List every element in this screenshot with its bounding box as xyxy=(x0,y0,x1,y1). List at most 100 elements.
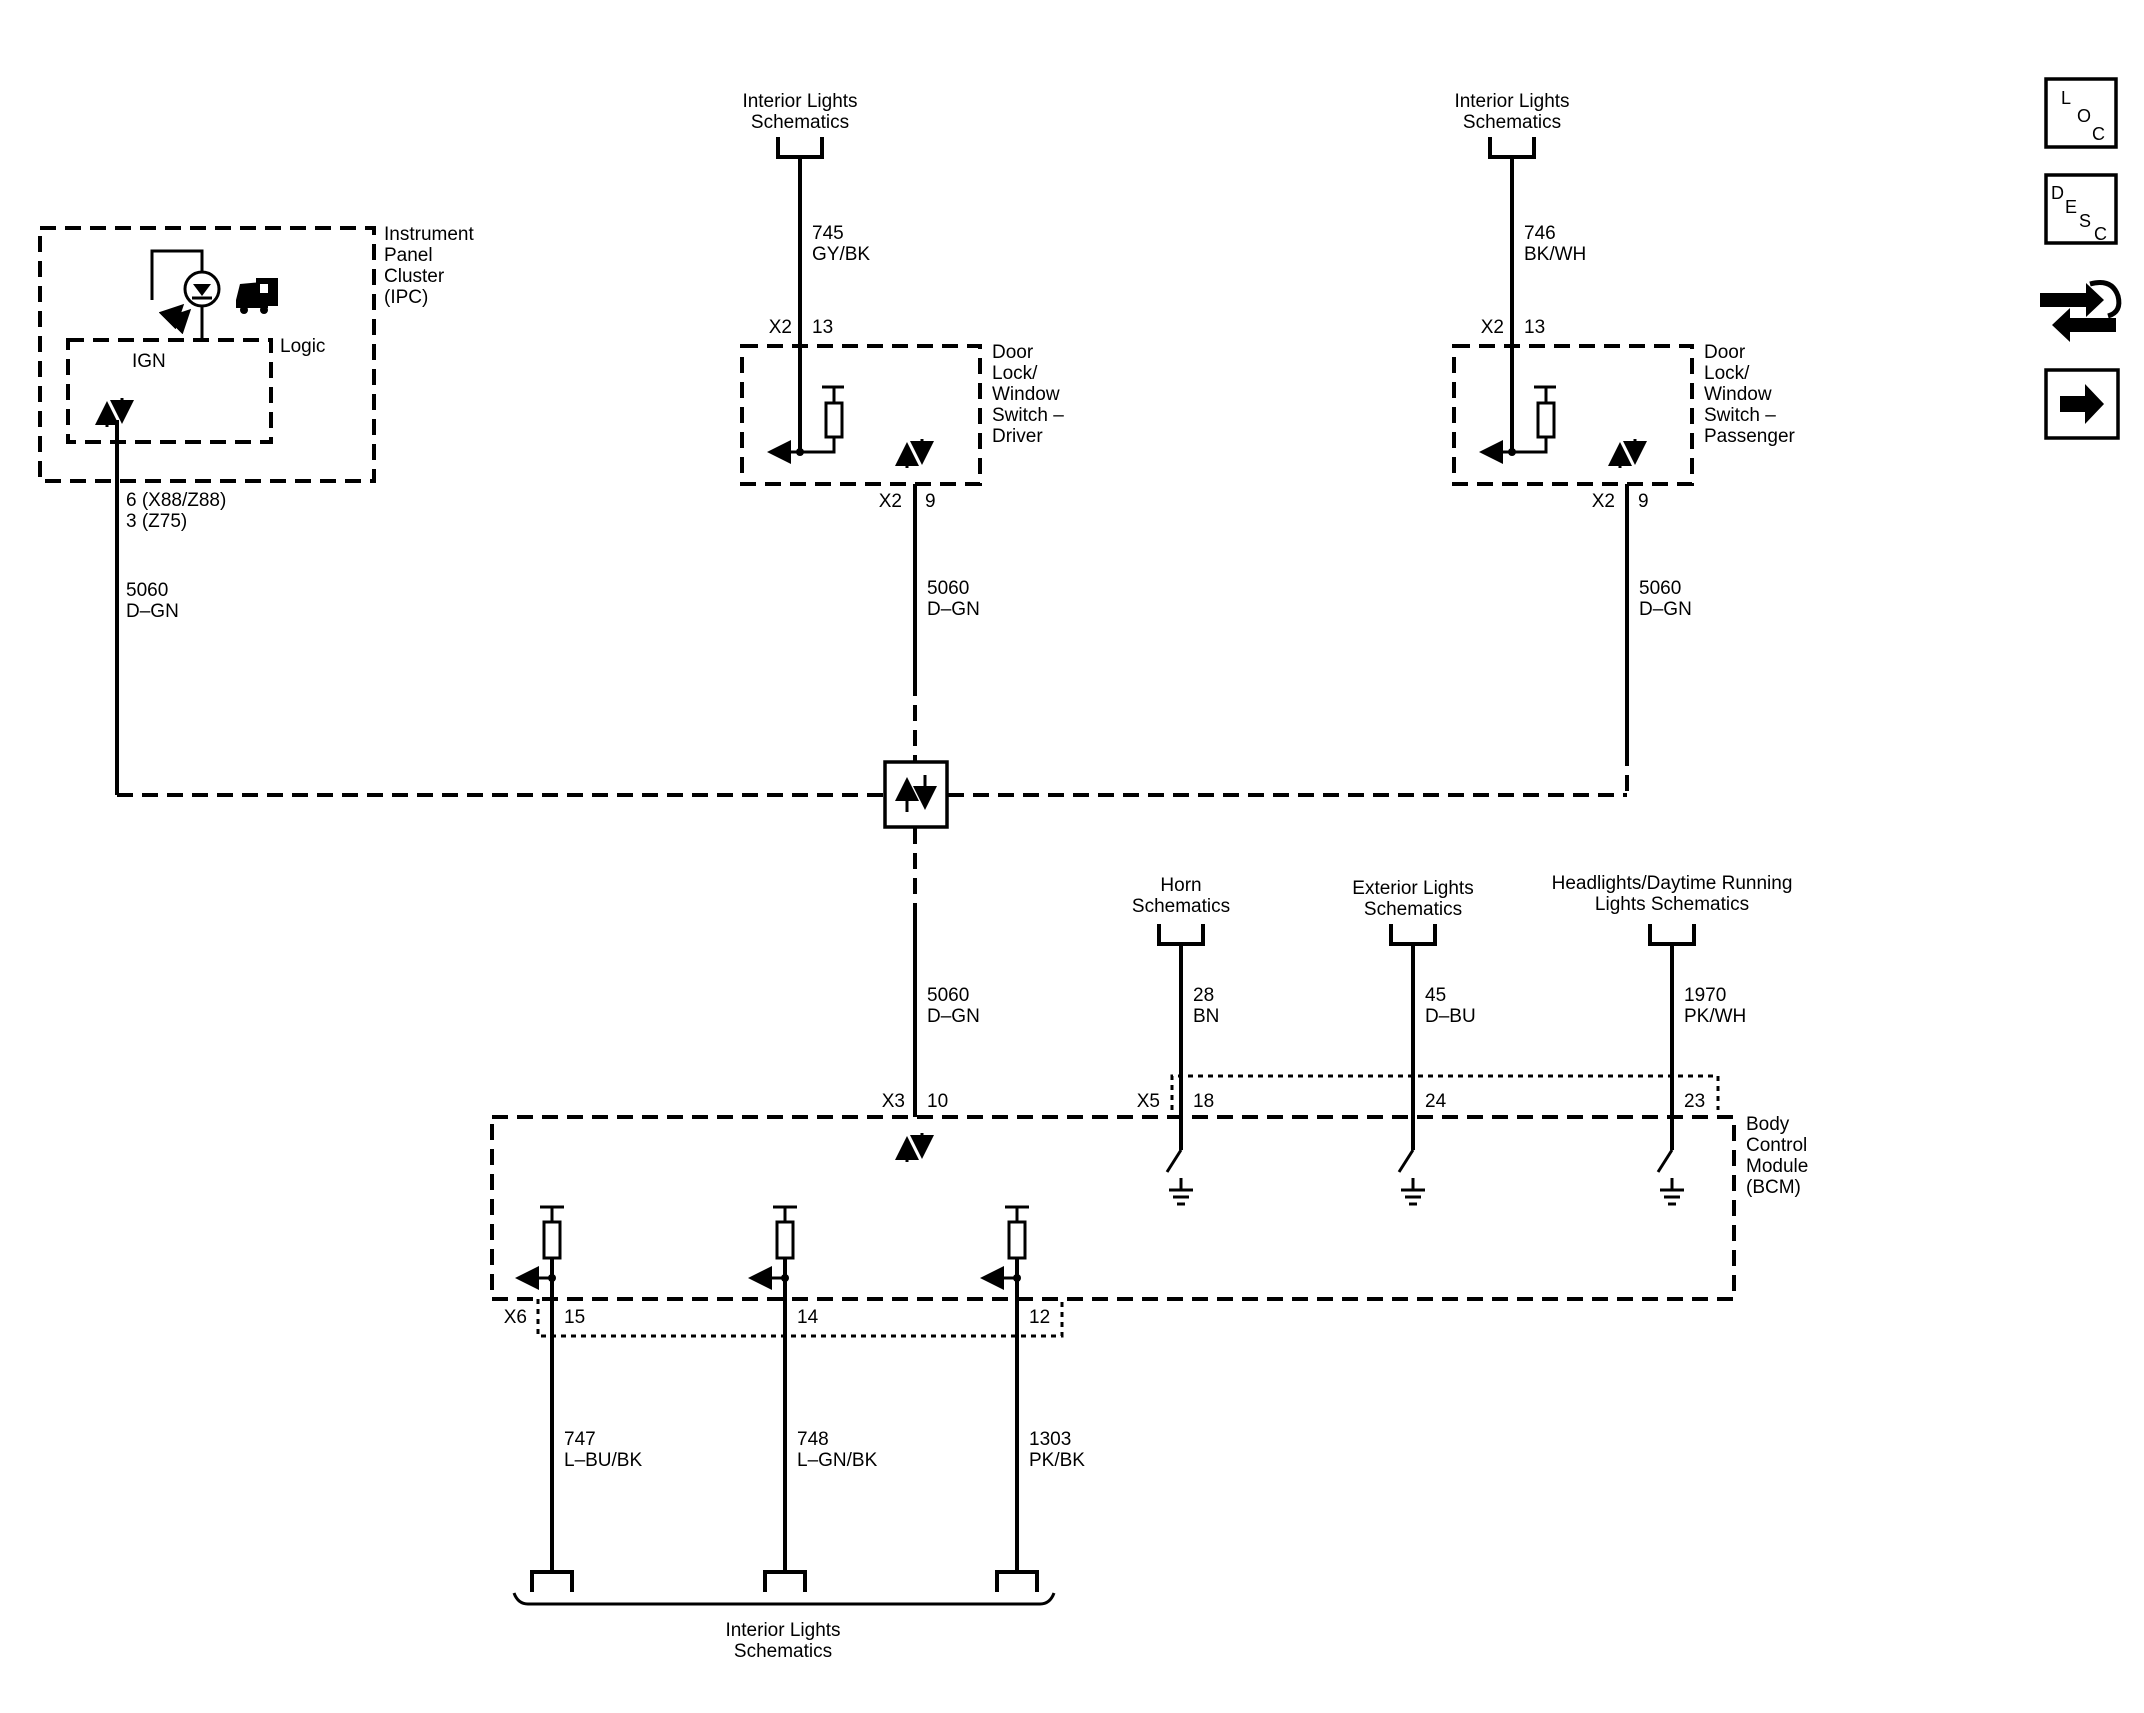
bcm-lin-circuit: 5060 xyxy=(927,985,969,1006)
serial-data-arrows-icon xyxy=(1608,439,1647,468)
driver-ref-line2: Schematics xyxy=(751,112,849,133)
loc-letter-l: L xyxy=(2061,88,2071,108)
ipc-wire-color: D–GN xyxy=(126,601,179,622)
driver-bottom-connector: X2 xyxy=(879,491,902,512)
ipc-title-line2: Panel xyxy=(384,245,433,266)
serial-data-splice-icon xyxy=(883,760,949,829)
pullup-resistor-icon xyxy=(1512,385,1556,454)
interior-lights-bracket xyxy=(512,1592,1056,1606)
passenger-top-connector: X2 xyxy=(1481,317,1504,338)
passenger-ref-line1: Interior Lights xyxy=(1454,91,1569,112)
horn-color: BN xyxy=(1193,1006,1219,1027)
horn-ref-line1: Horn xyxy=(1160,875,1201,896)
ext-pin: 24 xyxy=(1425,1091,1447,1112)
driver-title-line1: Door xyxy=(992,342,1034,363)
driver-title-line2: Lock/ xyxy=(992,363,1038,384)
output-1303: 12 1303 PK/BK xyxy=(980,1205,1085,1592)
loc-letter-c: C xyxy=(2092,124,2105,144)
driver-top-connector: X2 xyxy=(769,317,792,338)
loc-letter-o: O xyxy=(2077,106,2091,126)
bcm-lin-connector: X3 xyxy=(882,1091,905,1112)
passenger-in-circuit: 746 xyxy=(1524,223,1556,244)
pullup-resistor-icon xyxy=(773,1205,797,1260)
driver-in-circuit: 745 xyxy=(812,223,844,244)
driver-out-color: D–GN xyxy=(927,599,980,620)
ipc-title-line1: Instrument xyxy=(384,224,474,245)
bcm-title-line3: Module xyxy=(1746,1156,1808,1177)
bcm-lin-color: D–GN xyxy=(927,1006,980,1027)
bcm-title-line4: (BCM) xyxy=(1746,1177,1801,1198)
ipc-module: Instrument Panel Cluster (IPC) IGN Logic xyxy=(38,224,474,795)
out3-color: PK/BK xyxy=(1029,1450,1085,1471)
bcm-title-line1: Body xyxy=(1746,1114,1790,1135)
out1-pin: 15 xyxy=(564,1307,585,1328)
bcm-outputs-connector: X6 xyxy=(504,1307,527,1328)
desc-letter-d: D xyxy=(2051,183,2064,203)
passenger-bottom-pin: 9 xyxy=(1638,491,1649,512)
bcm-title-line2: Control xyxy=(1746,1135,1807,1156)
serial-data-arrows-icon xyxy=(895,1133,934,1162)
pullup-resistor-icon xyxy=(540,1205,564,1260)
ipc-wire-circuit: 5060 xyxy=(126,580,168,601)
driver-title-line5: Driver xyxy=(992,426,1043,447)
bcm-inputs-connector: X5 xyxy=(1137,1091,1160,1112)
ipc-ign-label: IGN xyxy=(132,351,166,372)
bcm-lin-pin: 10 xyxy=(927,1091,948,1112)
out2-color: L–GN/BK xyxy=(797,1450,878,1471)
exterior-lights-input: Exterior Lights Schematics 45 D–BU 24 xyxy=(1352,878,1476,1206)
hl-ref-line2: Lights Schematics xyxy=(1595,894,1749,915)
bcm-module: 5060 D–GN X3 10 Body Control Module (BCM… xyxy=(490,873,1808,1662)
out1-color: L–BU/BK xyxy=(564,1450,642,1471)
ipc-pin-line2: 3 (Z75) xyxy=(126,511,187,532)
driver-bottom-pin: 9 xyxy=(925,491,936,512)
switch-to-ground-icon xyxy=(1165,1117,1193,1206)
driver-door-switch: Interior Lights Schematics 745 GY/BK X2 … xyxy=(740,91,1064,680)
hl-circuit: 1970 xyxy=(1684,985,1726,1006)
hl-ref-line1: Headlights/Daytime Running xyxy=(1552,873,1793,894)
passenger-door-switch: Interior Lights Schematics 746 BK/WH X2 … xyxy=(1452,91,1796,750)
passenger-in-color: BK/WH xyxy=(1524,244,1586,265)
horn-circuit: 28 xyxy=(1193,985,1214,1006)
passenger-title-line3: Window xyxy=(1704,384,1772,405)
out2-pin: 14 xyxy=(797,1307,819,1328)
out1-circuit: 747 xyxy=(564,1429,596,1450)
desc-letter-e: E xyxy=(2065,197,2077,217)
hl-color: PK/WH xyxy=(1684,1006,1746,1027)
door-ajar-icon xyxy=(236,278,278,314)
outputs-ref-line2: Schematics xyxy=(734,1641,832,1662)
ext-ref-line1: Exterior Lights xyxy=(1352,878,1473,899)
output-748: 14 748 L–GN/BK xyxy=(748,1205,878,1592)
desc-letter-s: S xyxy=(2079,211,2091,231)
hl-pin: 23 xyxy=(1684,1091,1705,1112)
next-arrow-icon[interactable] xyxy=(2044,368,2120,440)
desc-icon[interactable]: D E S C xyxy=(2044,173,2118,245)
passenger-out-circuit: 5060 xyxy=(1639,578,1681,599)
out3-pin: 12 xyxy=(1029,1307,1050,1328)
output-747: 15 747 L–BU/BK xyxy=(515,1205,642,1592)
passenger-top-pin: 13 xyxy=(1524,317,1545,338)
passenger-out-color: D–GN xyxy=(1639,599,1692,620)
outputs-ref-line1: Interior Lights xyxy=(725,1620,840,1641)
horn-pin: 18 xyxy=(1193,1091,1214,1112)
serial-data-arrows-icon xyxy=(895,439,934,468)
switch-to-ground-icon xyxy=(1397,1117,1425,1206)
passenger-title-line1: Door xyxy=(1704,342,1746,363)
switch-to-ground-icon xyxy=(1656,1117,1684,1206)
driver-in-color: GY/BK xyxy=(812,244,870,265)
connector-icon[interactable] xyxy=(2040,280,2122,343)
ext-circuit: 45 xyxy=(1425,985,1446,1006)
driver-top-pin: 13 xyxy=(812,317,833,338)
loc-icon[interactable]: L O C xyxy=(2044,77,2118,149)
out2-circuit: 748 xyxy=(797,1429,829,1450)
headlights-input: Headlights/Daytime Running Lights Schema… xyxy=(1552,873,1793,1206)
ipc-pin-line1: 6 (X88/Z88) xyxy=(126,490,226,511)
driver-title-line3: Window xyxy=(992,384,1060,405)
passenger-title-line5: Passenger xyxy=(1704,426,1796,447)
passenger-title-line4: Switch – xyxy=(1704,405,1776,426)
driver-out-circuit: 5060 xyxy=(927,578,969,599)
horn-ref-line2: Schematics xyxy=(1132,896,1230,917)
ext-ref-line2: Schematics xyxy=(1364,899,1462,920)
ipc-logic-label: Logic xyxy=(280,336,325,357)
ipc-title-line4: (IPC) xyxy=(384,287,428,308)
